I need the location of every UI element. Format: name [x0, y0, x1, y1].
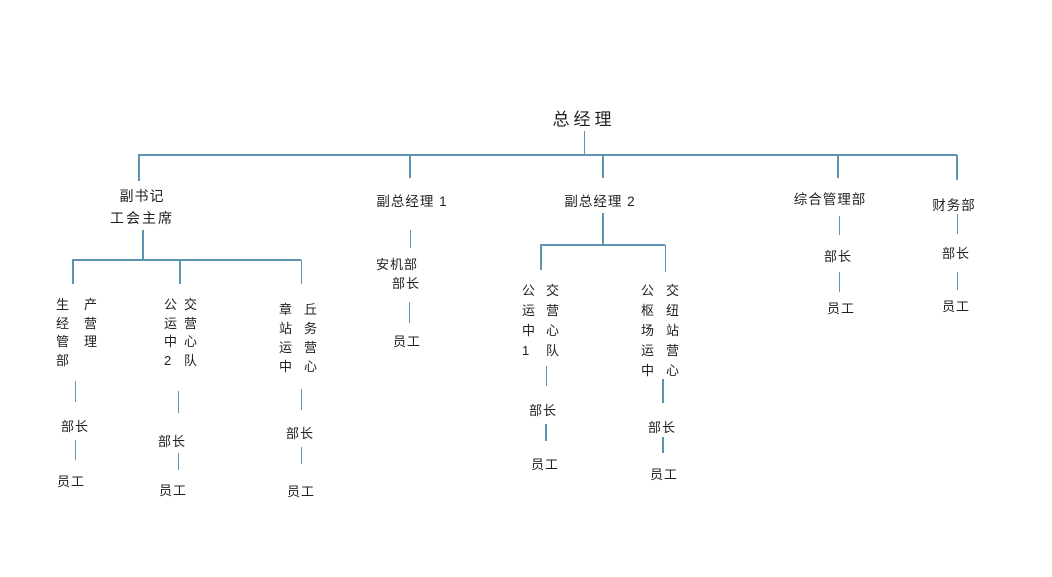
zhangqiu-staff-label: 员工 — [286, 484, 316, 499]
node-deputy-secretary-line1: 副书记 — [119, 188, 165, 204]
connector-vertical-line — [300, 389, 302, 410]
finance-manager-label: 部长 — [941, 246, 971, 261]
connector-vertical-line — [142, 230, 144, 259]
node-hub-station-center: 公 交 枢 纽 场 站 运 营 中 心 — [641, 281, 679, 381]
dept-name-line: 公 交 — [522, 283, 559, 298]
connector-vertical-line — [177, 391, 179, 413]
dept-name-line: 中 心 — [641, 363, 679, 378]
connector-vertical-line — [74, 381, 76, 402]
connector-vertical-line — [409, 155, 411, 178]
connector-vertical-line — [408, 302, 410, 323]
connector-vertical-line — [662, 437, 664, 453]
connector-vertical-line — [838, 272, 840, 292]
connector-vertical-line — [956, 272, 958, 290]
node-deputy-secretary-line2: 工会主席 — [110, 210, 174, 226]
dept-name-line: 1 队 — [522, 343, 559, 358]
general-admin-manager-label: 部长 — [823, 249, 853, 264]
bus-ops-2-staff-label: 员工 — [158, 483, 188, 498]
node-vice-gm-1: 副总经理 1 — [376, 194, 448, 209]
connector-vertical-line — [602, 213, 604, 244]
node-bus-ops-center-2: 公 交 运 营 中 心 2 队 — [164, 296, 197, 370]
dept-name-line: 公 交 — [164, 297, 197, 312]
connector-horizontal-line — [138, 154, 957, 156]
production-manager-label: 部长 — [60, 419, 90, 434]
dept-name-line: 部 — [56, 352, 70, 368]
connector-horizontal-line — [540, 244, 665, 246]
node-safety-mech-dept-line2: 部长 — [391, 276, 421, 291]
dept-name-line: 生 产 — [56, 297, 97, 312]
connector-vertical-line — [838, 216, 840, 235]
connector-vertical-line — [74, 440, 76, 460]
finance-staff-label: 员工 — [941, 299, 971, 314]
dept-name-line: 中 心 — [164, 334, 197, 349]
connector-horizontal-line — [72, 259, 301, 261]
bus-ops-1-staff-label: 员工 — [530, 457, 560, 472]
bus-ops-1-manager-label: 部长 — [528, 403, 558, 418]
node-production-dept: 生 产 经 营 管 理 部 — [56, 296, 97, 370]
dept-name-line: 运 营 — [641, 343, 679, 358]
bus-ops-2-manager-label: 部长 — [157, 434, 187, 449]
dept-name-line: 运 营 — [279, 340, 317, 355]
node-general-admin-dept: 综合管理部 — [793, 192, 867, 207]
connector-vertical-line — [545, 366, 547, 386]
connector-vertical-line — [583, 131, 585, 154]
connector-vertical-line — [300, 260, 302, 284]
connector-vertical-line — [662, 379, 664, 403]
connector-vertical-line — [300, 447, 302, 464]
connector-vertical-line — [837, 155, 839, 178]
connector-vertical-line — [540, 245, 542, 270]
production-staff-label: 员工 — [56, 474, 86, 489]
connector-vertical-line — [179, 260, 181, 284]
connector-vertical-line — [72, 260, 74, 284]
dept-name-line: 管 理 — [56, 334, 97, 349]
dept-name-line: 场 站 — [641, 323, 679, 338]
dept-name-line: 中 心 — [522, 323, 559, 338]
dept-name-line: 经 营 — [56, 315, 97, 331]
connector-vertical-line — [177, 453, 179, 470]
dept-name-line: 站 务 — [279, 321, 317, 336]
connector-vertical-line — [956, 214, 958, 234]
safety-mech-staff-label: 员工 — [392, 334, 422, 349]
node-bus-ops-center-1: 公 交 运 营 中 心 1 队 — [522, 281, 559, 361]
hub-station-manager-label: 部长 — [647, 420, 677, 435]
node-general-manager: 总经理 — [552, 110, 616, 129]
connector-vertical-line — [664, 245, 666, 272]
node-vice-gm-2: 副总经理 2 — [564, 194, 636, 209]
node-finance-dept: 财务部 — [932, 198, 976, 213]
zhangqiu-manager-label: 部长 — [285, 426, 315, 441]
general-admin-staff-label: 员工 — [826, 301, 856, 316]
dept-name-line: 运 营 — [522, 303, 559, 318]
dept-name-line: 枢 纽 — [641, 303, 679, 318]
hub-station-staff-label: 员工 — [649, 467, 679, 482]
connector-vertical-line — [138, 155, 140, 181]
node-safety-mech-dept-line1: 安机部 — [375, 257, 419, 272]
connector-vertical-line — [409, 230, 411, 248]
dept-name-line: 公 交 — [641, 283, 679, 298]
connector-vertical-line — [956, 155, 958, 180]
dept-name-line: 章 丘 — [279, 302, 317, 317]
connector-vertical-line — [545, 424, 547, 441]
dept-name-line: 中 心 — [279, 359, 317, 374]
dept-name-line: 运 营 — [164, 315, 197, 331]
connector-vertical-line — [602, 155, 604, 178]
dept-name-line: 2 队 — [164, 352, 197, 368]
node-zhangqiu-station-center: 章 丘 站 务 运 营 中 心 — [279, 300, 317, 376]
